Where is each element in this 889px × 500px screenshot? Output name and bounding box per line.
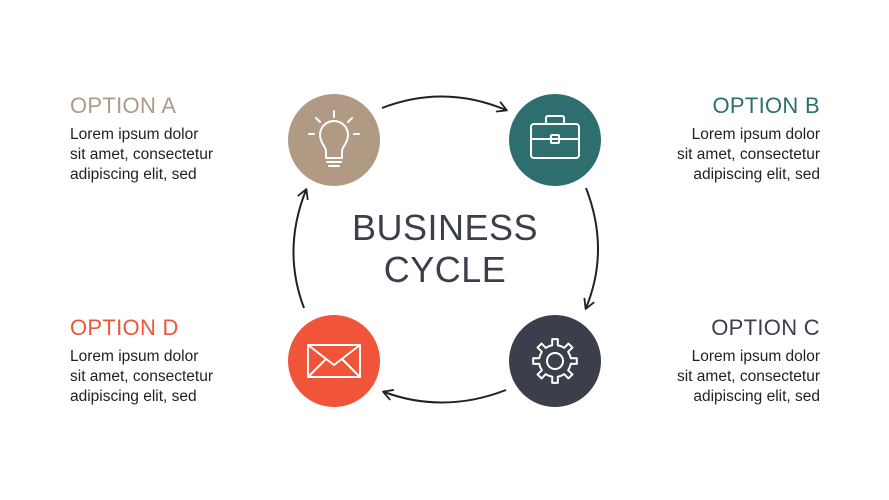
- option-b-line: adipiscing elit, sed: [693, 166, 820, 183]
- option-a-line: sit amet, consectetur: [70, 146, 214, 163]
- option-d-text: Lorem ipsum dolor sit amet, consectetur …: [70, 347, 260, 407]
- option-a-circle: [288, 94, 380, 186]
- option-c-circle: [509, 315, 601, 407]
- option-b-circle: [509, 94, 601, 186]
- option-a-text: Lorem ipsum dolor sit amet, consectetur …: [70, 125, 260, 185]
- gear-icon: [532, 338, 578, 384]
- option-b-text: Lorem ipsum dolor sit amet, consectetur …: [630, 125, 820, 185]
- arrow-c-to-d: [382, 389, 507, 404]
- option-d-line: sit amet, consectetur: [70, 368, 214, 385]
- center-title-line1: BUSINESS: [351, 207, 539, 248]
- option-d-circle: [288, 315, 380, 407]
- option-c-line: Lorem ipsum dolor: [691, 348, 820, 365]
- envelope-icon: [307, 344, 361, 378]
- lightbulb-icon: [308, 110, 360, 167]
- option-c-line: adipiscing elit, sed: [693, 388, 820, 405]
- option-c-text: Lorem ipsum dolor sit amet, consectetur …: [630, 347, 820, 407]
- arrow-a-to-b: [381, 95, 508, 113]
- option-c-title: OPTION C: [711, 315, 820, 340]
- option-c-line: sit amet, consectetur: [676, 368, 820, 385]
- option-b-line: Lorem ipsum dolor: [691, 126, 820, 143]
- option-a-line: Lorem ipsum dolor: [70, 126, 199, 143]
- option-a-title: OPTION A: [70, 93, 177, 118]
- option-d-line: adipiscing elit, sed: [70, 388, 197, 405]
- option-d-line: Lorem ipsum dolor: [70, 348, 199, 365]
- briefcase-icon: [530, 115, 580, 159]
- arrow-d-to-a: [292, 188, 309, 309]
- option-a-line: adipiscing elit, sed: [70, 166, 197, 183]
- arrow-b-to-c: [583, 187, 599, 310]
- option-b-line: sit amet, consectetur: [676, 146, 820, 163]
- option-b-title: OPTION B: [712, 93, 820, 118]
- center-title-line2: CYCLE: [383, 249, 507, 290]
- option-d-title: OPTION D: [70, 315, 179, 340]
